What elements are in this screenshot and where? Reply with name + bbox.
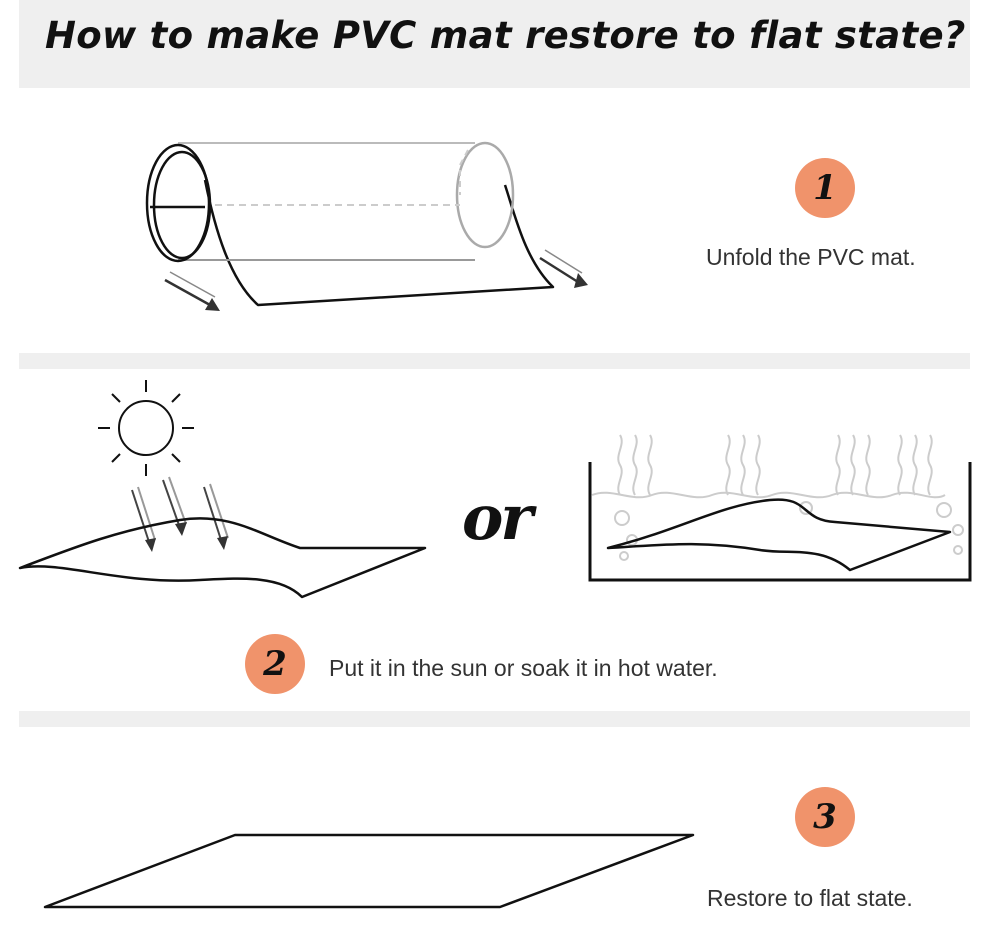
divider-1: [19, 353, 970, 369]
step-1-caption: Unfold the PVC mat.: [706, 244, 916, 270]
step-3-badge: 3: [795, 787, 855, 847]
step-1-badge: 1: [795, 158, 855, 218]
step-2-caption: Put it in the sun or soak it in hot wate…: [329, 655, 718, 681]
page-title: How to make PVC mat restore to flat stat…: [45, 14, 966, 57]
title-bar: [19, 0, 970, 88]
or-text: or: [462, 481, 533, 554]
divider-2: [19, 711, 970, 727]
step-2-badge: 2: [245, 634, 305, 694]
step-3-caption: Restore to flat state.: [707, 885, 913, 911]
